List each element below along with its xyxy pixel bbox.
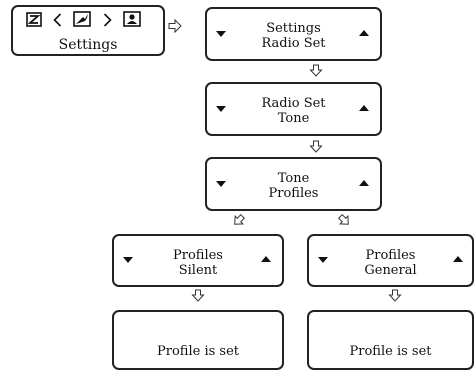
scroll-down-icon[interactable] xyxy=(216,181,226,187)
result-general: Profile is set xyxy=(307,310,474,370)
menu-profiles-silent: Profiles Silent xyxy=(112,234,284,287)
menu-line-1: Profiles xyxy=(173,248,223,263)
scroll-down-icon[interactable] xyxy=(216,106,226,112)
menu-line-1: Settings xyxy=(266,21,321,36)
scroll-down-icon[interactable] xyxy=(123,257,133,263)
arrow-right xyxy=(168,18,182,34)
home-screen: Settings xyxy=(11,5,165,56)
menu-line-2: Radio Set xyxy=(261,36,326,51)
edit-icon[interactable] xyxy=(26,12,42,27)
home-title: Settings xyxy=(58,37,118,53)
arrow-down xyxy=(191,289,205,302)
contacts-icon[interactable] xyxy=(123,11,141,27)
scroll-down-icon[interactable] xyxy=(318,257,328,263)
scroll-up-icon[interactable] xyxy=(359,30,369,36)
result-text: Profile is set xyxy=(157,344,239,359)
scroll-up-icon[interactable] xyxy=(453,256,463,262)
settings-icon[interactable] xyxy=(73,11,91,27)
menu-line-2: Silent xyxy=(178,263,218,278)
result-silent: Profile is set xyxy=(112,310,284,370)
menu-line-1: Profiles xyxy=(365,248,416,263)
result-text: Profile is set xyxy=(349,344,432,359)
scroll-up-icon[interactable] xyxy=(261,256,271,262)
menu-line-1: Tone xyxy=(277,171,310,186)
chevron-left-icon[interactable] xyxy=(53,13,62,27)
scroll-down-icon[interactable] xyxy=(216,31,226,37)
scroll-up-icon[interactable] xyxy=(359,105,369,111)
arrow-down-left xyxy=(234,213,246,225)
menu-settings-radio-set: Settings Radio Set xyxy=(205,7,382,61)
menu-line-1: Radio Set xyxy=(261,96,326,111)
scroll-up-icon[interactable] xyxy=(359,180,369,186)
arrow-down-right xyxy=(337,213,349,225)
menu-profiles-general: Profiles General xyxy=(307,234,474,287)
menu-radio-set-tone: Radio Set Tone xyxy=(205,82,382,136)
menu-line-2: Profiles xyxy=(268,186,319,201)
chevron-right-icon[interactable] xyxy=(103,13,112,27)
menu-tone-profiles: Tone Profiles xyxy=(205,157,382,211)
menu-line-2: Tone xyxy=(277,111,310,126)
menu-line-2: General xyxy=(364,263,417,278)
arrow-down xyxy=(388,289,402,302)
arrow-down xyxy=(309,64,323,77)
arrow-down xyxy=(309,140,323,153)
